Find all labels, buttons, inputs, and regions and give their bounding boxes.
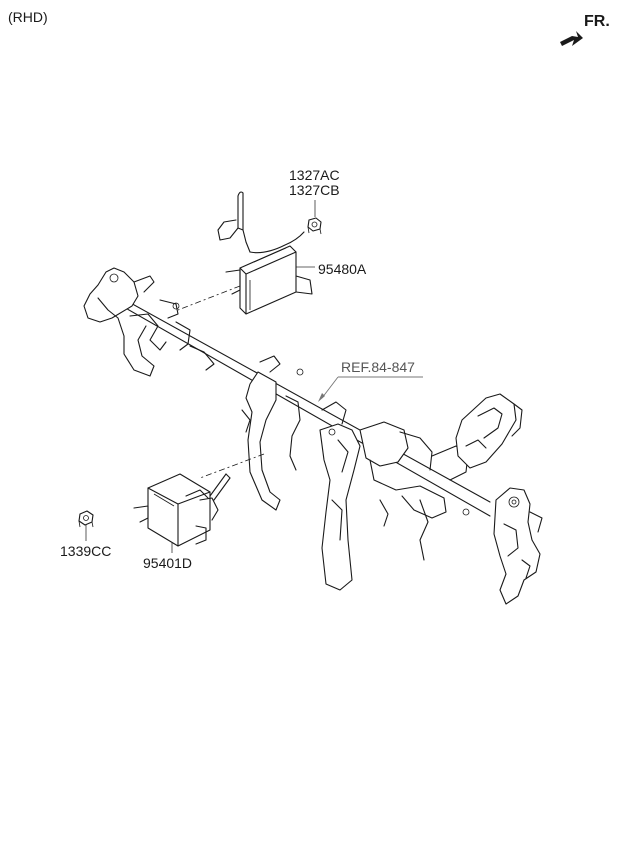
nut-top-part[interactable] xyxy=(307,217,322,235)
front-direction-arrow-icon xyxy=(560,31,583,46)
callout-1327ac[interactable]: 1327AC xyxy=(289,167,340,183)
callout-leader-lines xyxy=(85,200,423,553)
unit-bottom-part[interactable] xyxy=(133,473,231,547)
callout-1339cc[interactable]: 1339CC xyxy=(60,543,112,559)
cowl-cross-bar-part[interactable] xyxy=(83,267,543,605)
callout-95480a[interactable]: 95480A xyxy=(318,261,367,277)
unit-top-part[interactable] xyxy=(177,191,313,315)
callout-1327cb[interactable]: 1327CB xyxy=(289,182,340,198)
variant-label: (RHD) xyxy=(8,9,48,25)
callout-reference[interactable]: REF.84-847 xyxy=(341,359,415,375)
front-direction-label: FR. xyxy=(584,13,610,30)
nut-bottom-part[interactable] xyxy=(78,510,94,528)
callout-95401d[interactable]: 95401D xyxy=(143,555,193,571)
